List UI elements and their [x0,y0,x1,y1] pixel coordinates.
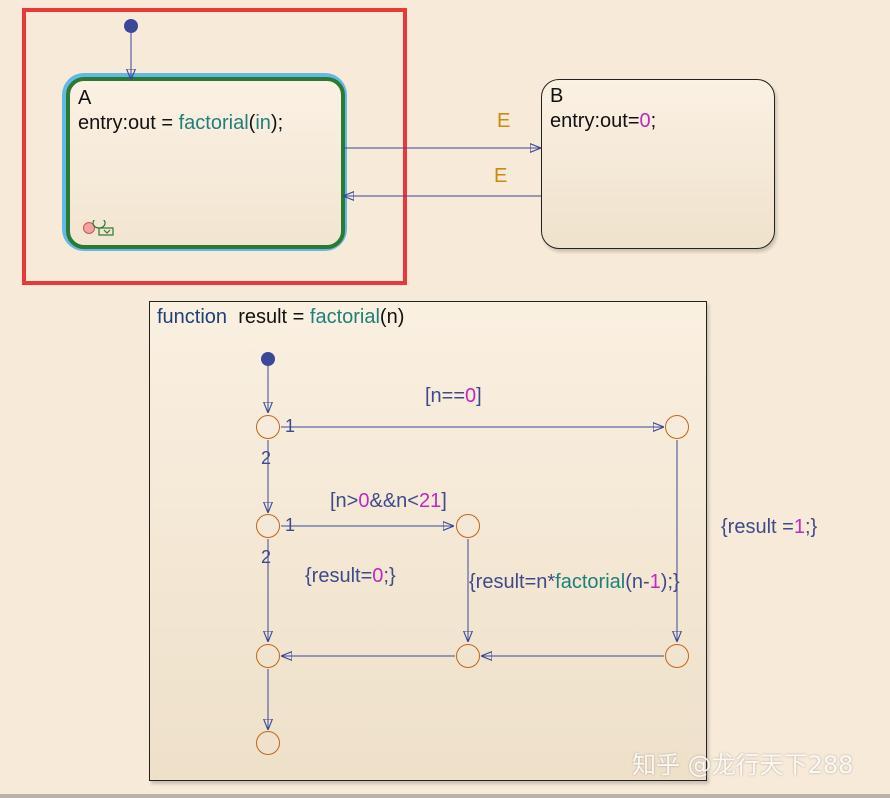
execution-order-label: 2 [261,448,272,468]
state-a-entry-arg: in [255,112,271,134]
condition-text: [n> [330,490,359,512]
watermark: 知乎 @龙行天下288 [632,751,854,779]
state-b-entry-prefix: entry:out= [550,110,640,132]
condition-number: 0 [465,385,477,407]
action-text: ;} [383,565,396,587]
state-a-entry-close: ); [270,112,284,134]
action-result-zero[interactable]: {result=0;} [305,565,396,588]
action-text: {result=n* [469,571,556,593]
action-text: ;} [804,516,818,538]
state-b-entry-value: 0 [639,110,651,132]
action-text: {result= [305,565,373,587]
graphical-function-box[interactable] [149,301,707,781]
function-keyword: function [157,306,228,328]
junction[interactable] [456,514,480,538]
state-a-entry-action: entry:out = factorial(in); [78,112,283,135]
state-a[interactable] [66,77,345,249]
state-a-entry-prefix: entry:out = [78,112,179,134]
junction[interactable] [665,644,689,668]
default-transition-dot-a[interactable] [124,19,138,33]
state-a-entry-function: factorial [178,112,249,134]
condition-n-range[interactable]: [n>0&&n<21] [330,490,447,513]
execution-order-label: 2 [261,547,272,567]
execution-order-label: 1 [285,515,296,535]
condition-text: [n== [425,385,466,407]
condition-n-eq-0[interactable]: [n==0] [425,385,482,408]
junction[interactable] [456,644,480,668]
action-text: (n- [625,571,650,593]
state-b-name: B [550,85,564,107]
action-result-one[interactable]: {result =1;} [721,516,817,539]
condition-text: &&n< [369,490,419,512]
bottom-border [0,794,890,798]
transition-label-b-to-a[interactable]: E [494,165,508,187]
state-a-entry-open: ( [248,112,256,134]
action-text: );} [660,571,680,593]
state-b-entry-suffix: ; [650,110,657,132]
condition-number: 0 [358,490,370,512]
breakpoint-icon[interactable] [82,220,120,238]
action-number: 1 [793,516,805,538]
condition-text: ] [476,385,482,407]
function-signature: function result = factorial(n) [157,306,404,329]
action-recursive[interactable]: {result=n*factorial(n-1);} [469,571,680,594]
action-text: {result = [721,516,794,538]
condition-text: ] [441,490,447,512]
function-name: factorial [309,306,380,328]
function-signature-prefix: result = [238,306,310,328]
junction[interactable] [665,415,689,439]
action-number: 0 [372,565,384,587]
action-number: 1 [649,571,661,593]
state-b[interactable] [541,79,775,249]
default-transition-dot-function[interactable] [261,352,275,366]
execution-order-label: 1 [285,416,296,436]
junction[interactable] [256,514,280,538]
junction-terminal[interactable] [256,731,280,755]
function-signature-suffix: (n) [379,306,405,328]
selection-highlight [22,8,407,285]
junction[interactable] [256,415,280,439]
junction[interactable] [256,644,280,668]
state-a-name: A [78,87,92,109]
action-function-name: factorial [555,571,626,593]
state-b-entry-action: entry:out=0; [550,110,656,133]
condition-number: 21 [418,490,442,512]
transition-label-a-to-b[interactable]: E [497,110,511,132]
